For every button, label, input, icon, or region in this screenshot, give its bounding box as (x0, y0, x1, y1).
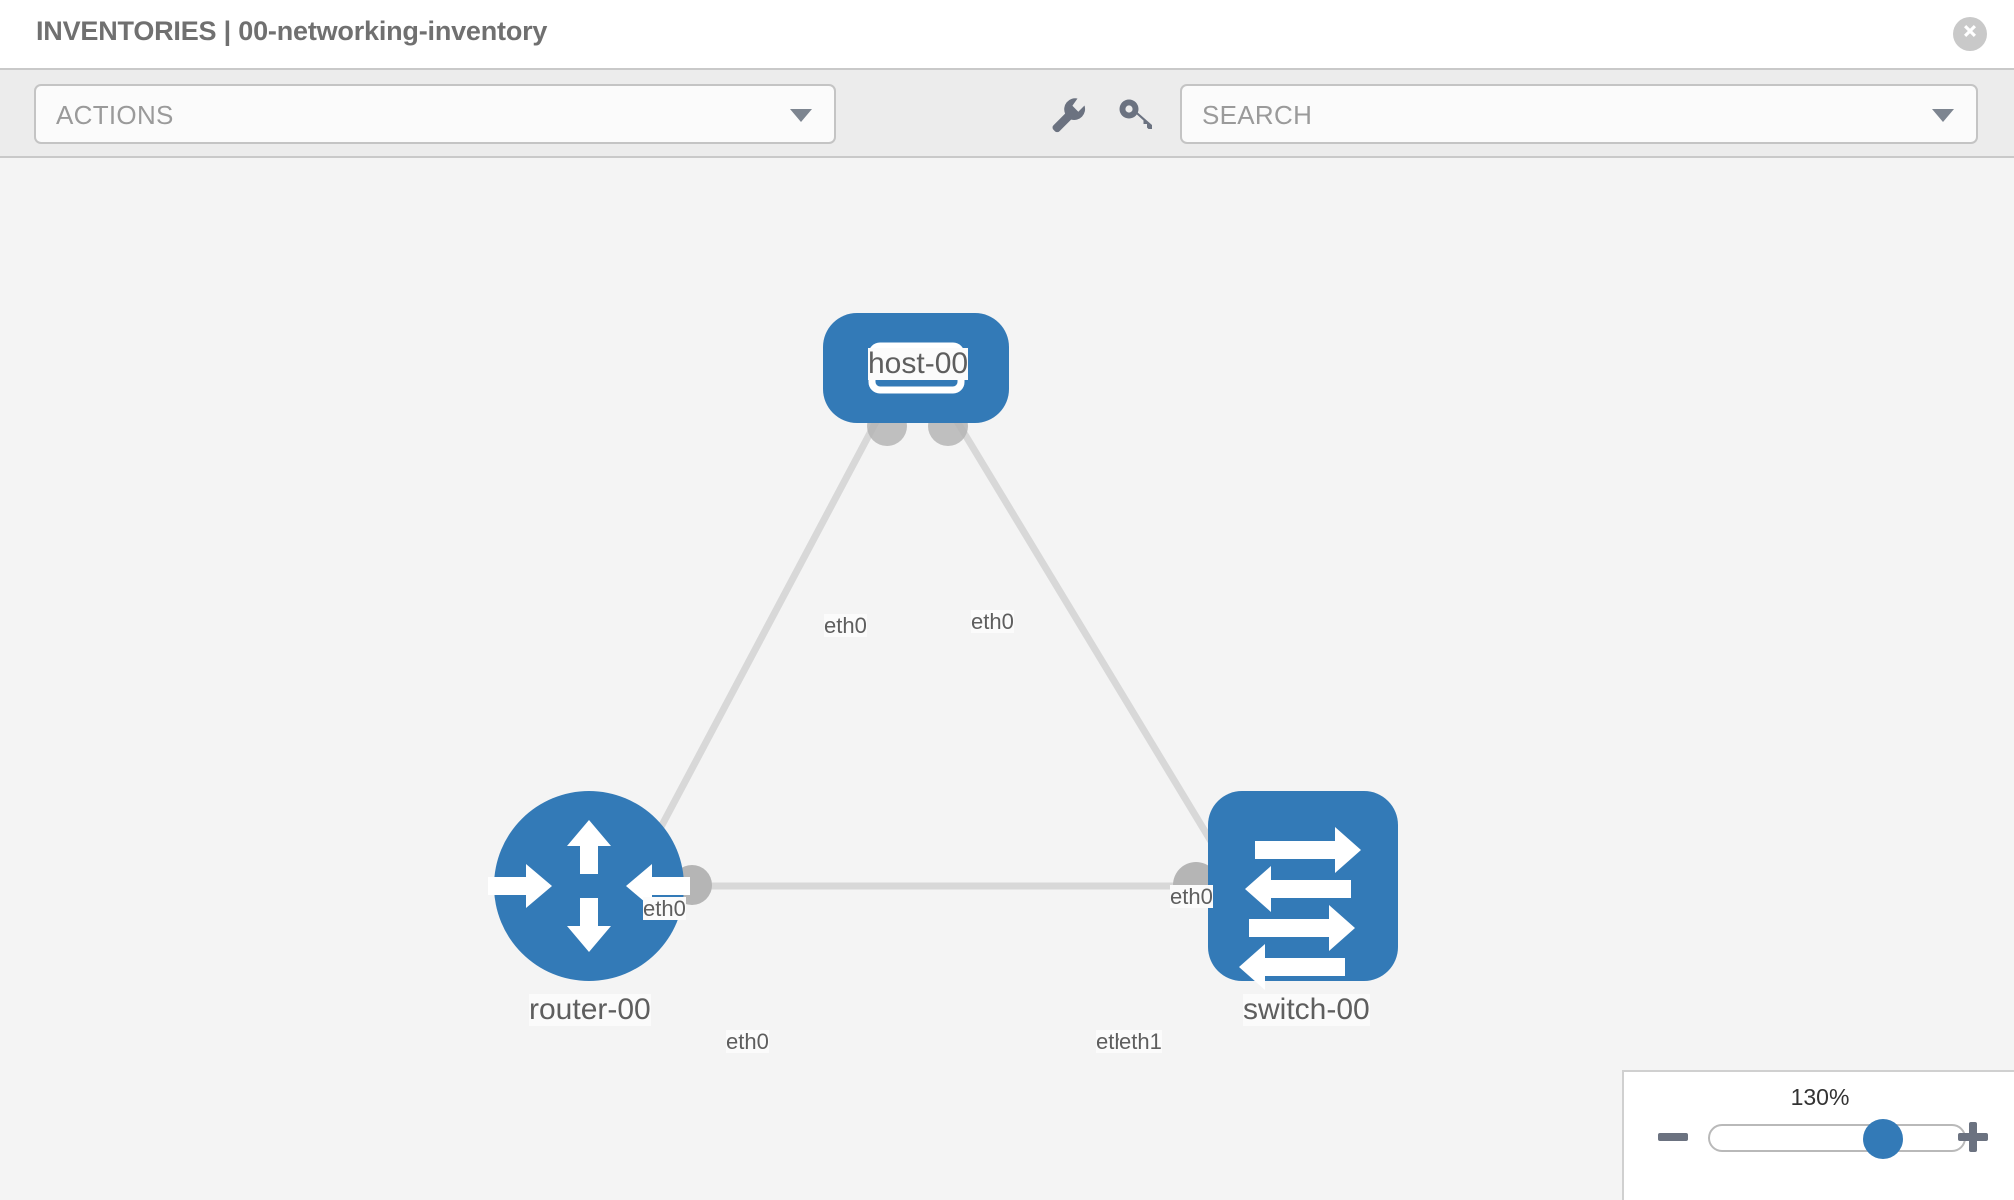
search-placeholder: SEARCH (1202, 100, 1313, 130)
topology-graph (488, 313, 1398, 990)
node-label-router-00: router-00 (529, 993, 651, 1026)
chevron-down-icon[interactable] (1932, 109, 1954, 122)
toolbar: ACTIONS SEARCH (0, 68, 2014, 158)
page-title: INVENTORIES | 00-networking-inventory (36, 16, 548, 46)
minus-icon[interactable] (1654, 1118, 1692, 1156)
switch-arrows-icon (1239, 827, 1361, 990)
page-header: INVENTORIES | 00-networking-inventory (0, 0, 2014, 68)
zoom-slider-thumb[interactable] (1862, 1119, 1903, 1159)
iface-label: eth0 (971, 609, 1014, 634)
zoom-level-label: 130% (1790, 1084, 1850, 1110)
node-switch-00 (1208, 791, 1398, 990)
plus-icon[interactable] (1954, 1118, 1992, 1156)
topology-edges (631, 416, 1235, 890)
node-label-host-00: host-00 (868, 347, 969, 380)
zoom-control-panel: 130% (1622, 1070, 2014, 1200)
node-router-00 (488, 791, 690, 981)
zoom-slider[interactable] (1708, 1119, 1966, 1159)
actions-dropdown[interactable]: ACTIONS (34, 84, 836, 144)
close-icon[interactable] (1953, 17, 1987, 51)
iface-label: eth0 (643, 896, 686, 921)
router-arrows-icon (488, 820, 690, 952)
chevron-down-icon (790, 109, 812, 122)
actions-dropdown-label: ACTIONS (56, 100, 174, 130)
search-input[interactable]: SEARCH (1180, 84, 1978, 144)
edge-host00-switch00 (952, 416, 1235, 878)
key-icon[interactable] (1114, 92, 1158, 136)
iface-label: eth0 (1170, 884, 1213, 909)
topology-canvas[interactable]: host-00 router-00 switch-00 eth0 eth0 et… (0, 158, 2014, 1200)
iface-label: eth0 (726, 1029, 769, 1054)
edge-host00-router00 (631, 416, 882, 878)
wrench-icon[interactable] (1046, 92, 1090, 136)
interface-connectors (672, 406, 1255, 908)
iface-label: eth0 (824, 613, 867, 638)
node-label-switch-00: switch-00 (1243, 993, 1370, 1026)
iface-label: eth1 (1119, 1029, 1162, 1054)
